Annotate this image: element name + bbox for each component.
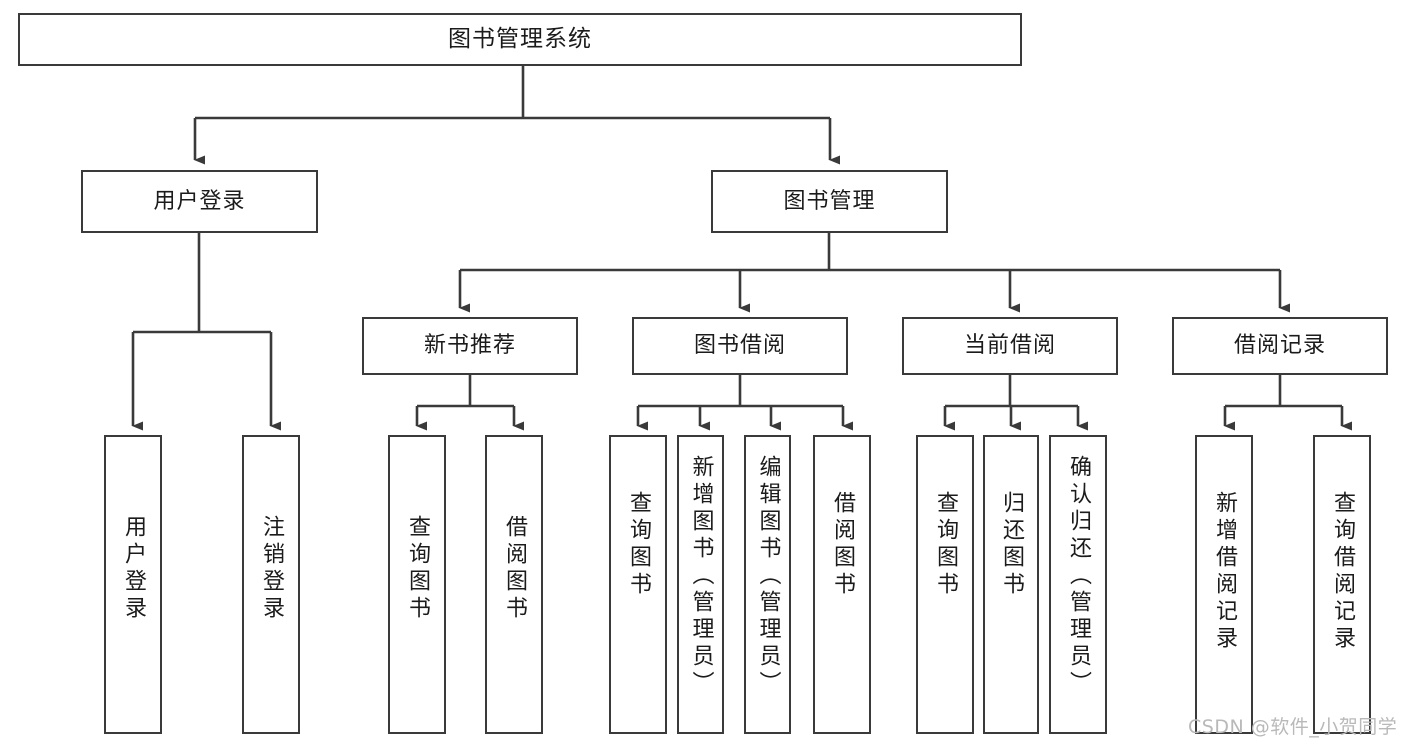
node-label: 借阅记录 bbox=[1233, 333, 1326, 359]
node-label: 注销登录 bbox=[259, 515, 284, 623]
node-label: 图书借阅 bbox=[693, 333, 786, 359]
node-root-system[interactable]: 图书管理系统 bbox=[18, 13, 1022, 66]
leaf-user-login[interactable]: 用户登录 bbox=[104, 435, 162, 734]
node-current-borrow[interactable]: 当前借阅 bbox=[902, 317, 1118, 375]
node-label: 查询图书 bbox=[626, 491, 651, 599]
node-label: 图书管理系统 bbox=[448, 26, 592, 53]
csdn-watermark: CSDN @软件_小贺同学 bbox=[1188, 716, 1398, 738]
node-label: 图书管理 bbox=[783, 188, 876, 214]
leaf-add-borrow-record[interactable]: 新增借阅记录 bbox=[1195, 435, 1253, 734]
leaf-query-borrow-record[interactable]: 查询借阅记录 bbox=[1313, 435, 1371, 734]
node-label: 归还图书 bbox=[999, 491, 1024, 599]
node-book-management[interactable]: 图书管理 bbox=[711, 170, 948, 233]
node-label: 查询图书 bbox=[405, 515, 430, 623]
leaf-query-book-borrow[interactable]: 查询图书 bbox=[609, 435, 667, 734]
node-label: 新书推荐 bbox=[423, 333, 516, 359]
leaf-edit-book-admin[interactable]: 编辑图书（管理员） bbox=[744, 435, 791, 734]
leaf-add-book-admin[interactable]: 新增图书（管理员） bbox=[677, 435, 724, 734]
leaf-borrow-book-recommend[interactable]: 借阅图书 bbox=[485, 435, 543, 734]
node-borrow-record[interactable]: 借阅记录 bbox=[1172, 317, 1388, 375]
node-label: 查询图书 bbox=[933, 491, 958, 599]
node-label: 借阅图书 bbox=[830, 491, 855, 599]
leaf-logout[interactable]: 注销登录 bbox=[242, 435, 300, 734]
node-label: 编辑图书（管理员） bbox=[755, 455, 781, 698]
node-label: 查询借阅记录 bbox=[1330, 491, 1355, 653]
leaf-borrow-book[interactable]: 借阅图书 bbox=[813, 435, 871, 734]
node-label: 借阅图书 bbox=[502, 515, 527, 623]
node-book-borrow[interactable]: 图书借阅 bbox=[632, 317, 848, 375]
node-label: 用户登录 bbox=[153, 188, 246, 214]
leaf-confirm-return-admin[interactable]: 确认归还（管理员） bbox=[1049, 435, 1107, 734]
node-label: 当前借阅 bbox=[963, 333, 1056, 359]
leaf-query-book-recommend[interactable]: 查询图书 bbox=[388, 435, 446, 734]
node-new-book-recommend[interactable]: 新书推荐 bbox=[362, 317, 578, 375]
node-label: 用户登录 bbox=[121, 515, 146, 623]
node-label: 确认归还（管理员） bbox=[1066, 455, 1091, 698]
node-label: 新增图书（管理员） bbox=[688, 455, 714, 698]
node-label: 新增借阅记录 bbox=[1212, 491, 1237, 653]
leaf-query-book-current[interactable]: 查询图书 bbox=[916, 435, 974, 734]
node-user-login[interactable]: 用户登录 bbox=[81, 170, 318, 233]
leaf-return-book[interactable]: 归还图书 bbox=[983, 435, 1039, 734]
